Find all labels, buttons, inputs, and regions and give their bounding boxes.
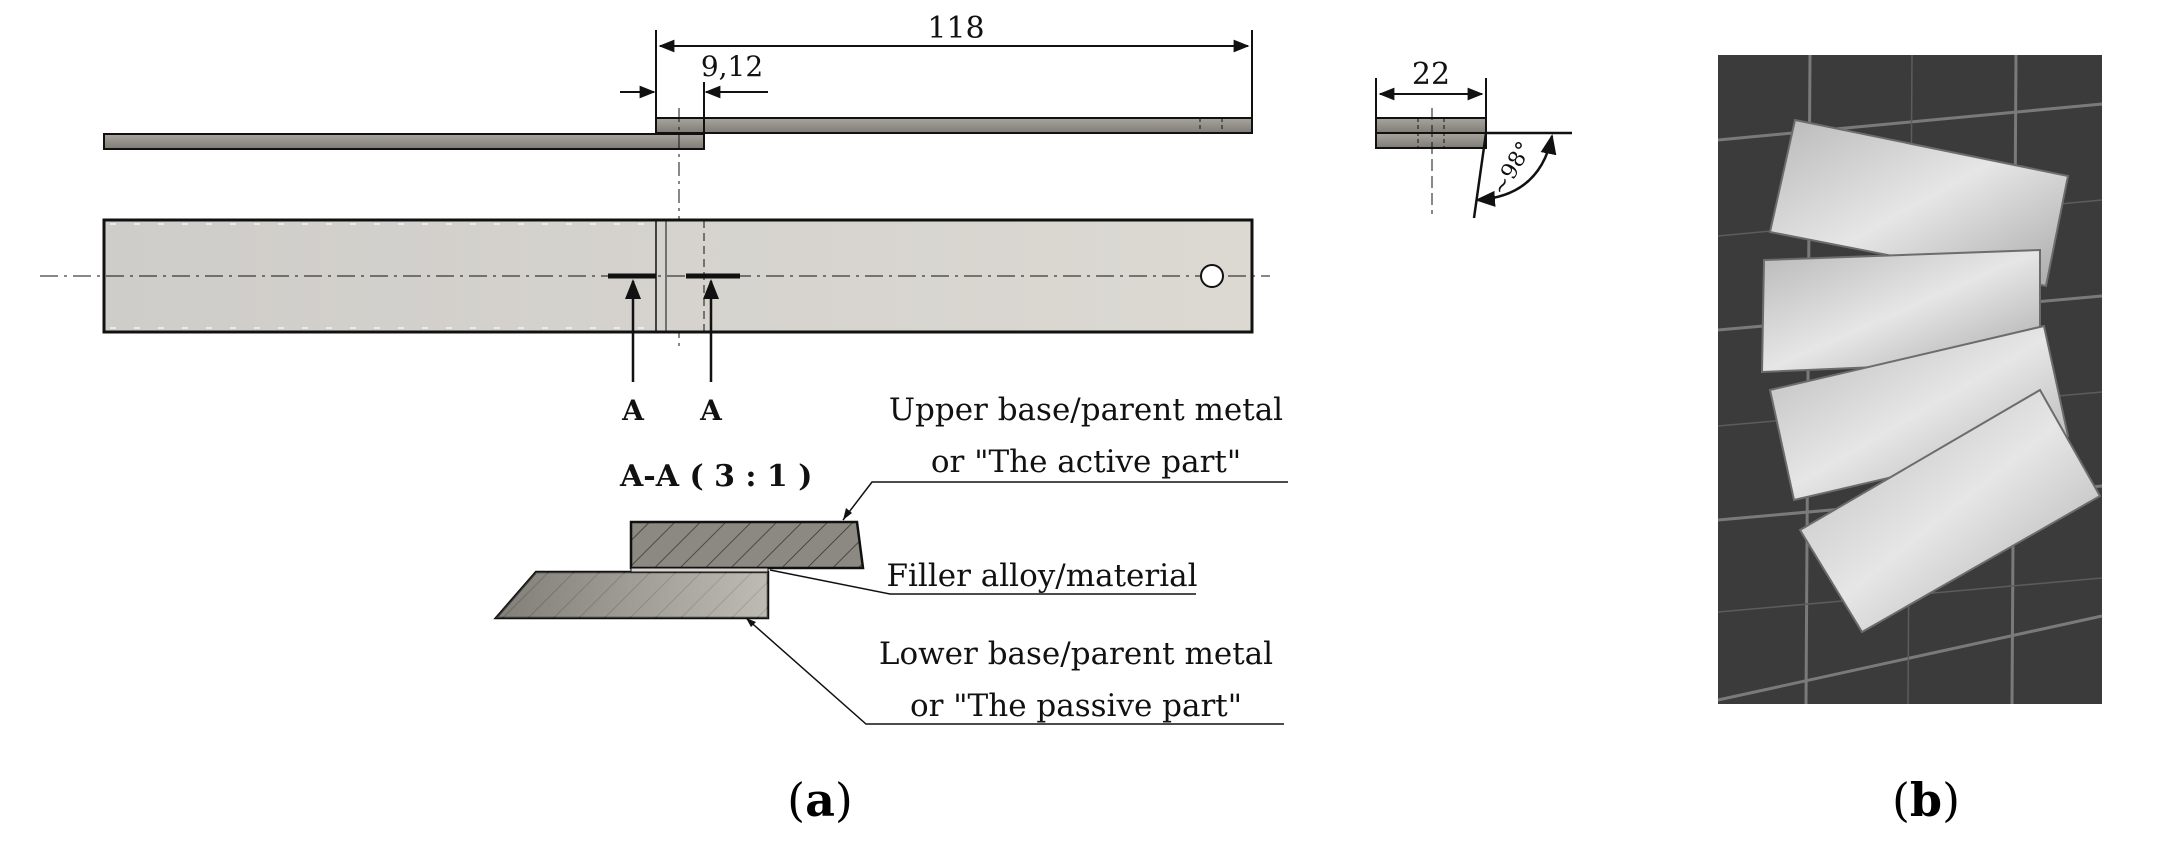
dimension-overlap: 9,12 <box>620 50 768 134</box>
side-view-upper-plate <box>655 117 1253 134</box>
panel-a-drawing: 118 9,12 A A <box>40 11 1572 827</box>
specimen-1 <box>1768 118 2070 288</box>
dimension-118-label: 118 <box>927 11 984 46</box>
callout-upper-line2: or "The active part" <box>931 444 1241 480</box>
section-mark-right: A <box>699 394 723 427</box>
section-filler-layer <box>630 567 769 573</box>
callout-filler: Filler alloy/material <box>886 558 1197 594</box>
angle-label: ~98° <box>1487 138 1537 200</box>
section-cut-marks: A A <box>608 273 740 427</box>
specimen-4 <box>1798 388 2102 634</box>
dimension-22-label: 22 <box>1412 57 1450 92</box>
mounting-hole <box>1200 264 1224 288</box>
panel-b-photo: (b) <box>1717 54 2103 827</box>
section-mark-left: A <box>621 394 645 427</box>
callout-lower-line2: or "The passive part" <box>910 688 1242 724</box>
leader-lower <box>745 617 1284 725</box>
specimen-3 <box>1768 324 2070 502</box>
end-view: 22 ~98° <box>1375 57 1572 219</box>
side-view-lower-plate <box>103 133 705 150</box>
leader-upper <box>842 481 1288 521</box>
panel-label-a: (a) <box>787 773 853 827</box>
section-title: A-A ( 3 : 1 ) <box>619 459 812 494</box>
dimension-overlap-label: 9,12 <box>701 50 763 83</box>
section-upper-part <box>629 520 865 570</box>
section-view <box>493 520 865 620</box>
callout-lower-line1: Lower base/parent metal <box>879 636 1273 672</box>
leader-filler <box>769 569 1196 595</box>
callout-upper-line1: Upper base/parent metal <box>889 392 1283 428</box>
panel-label-b: (b) <box>1892 773 1960 827</box>
